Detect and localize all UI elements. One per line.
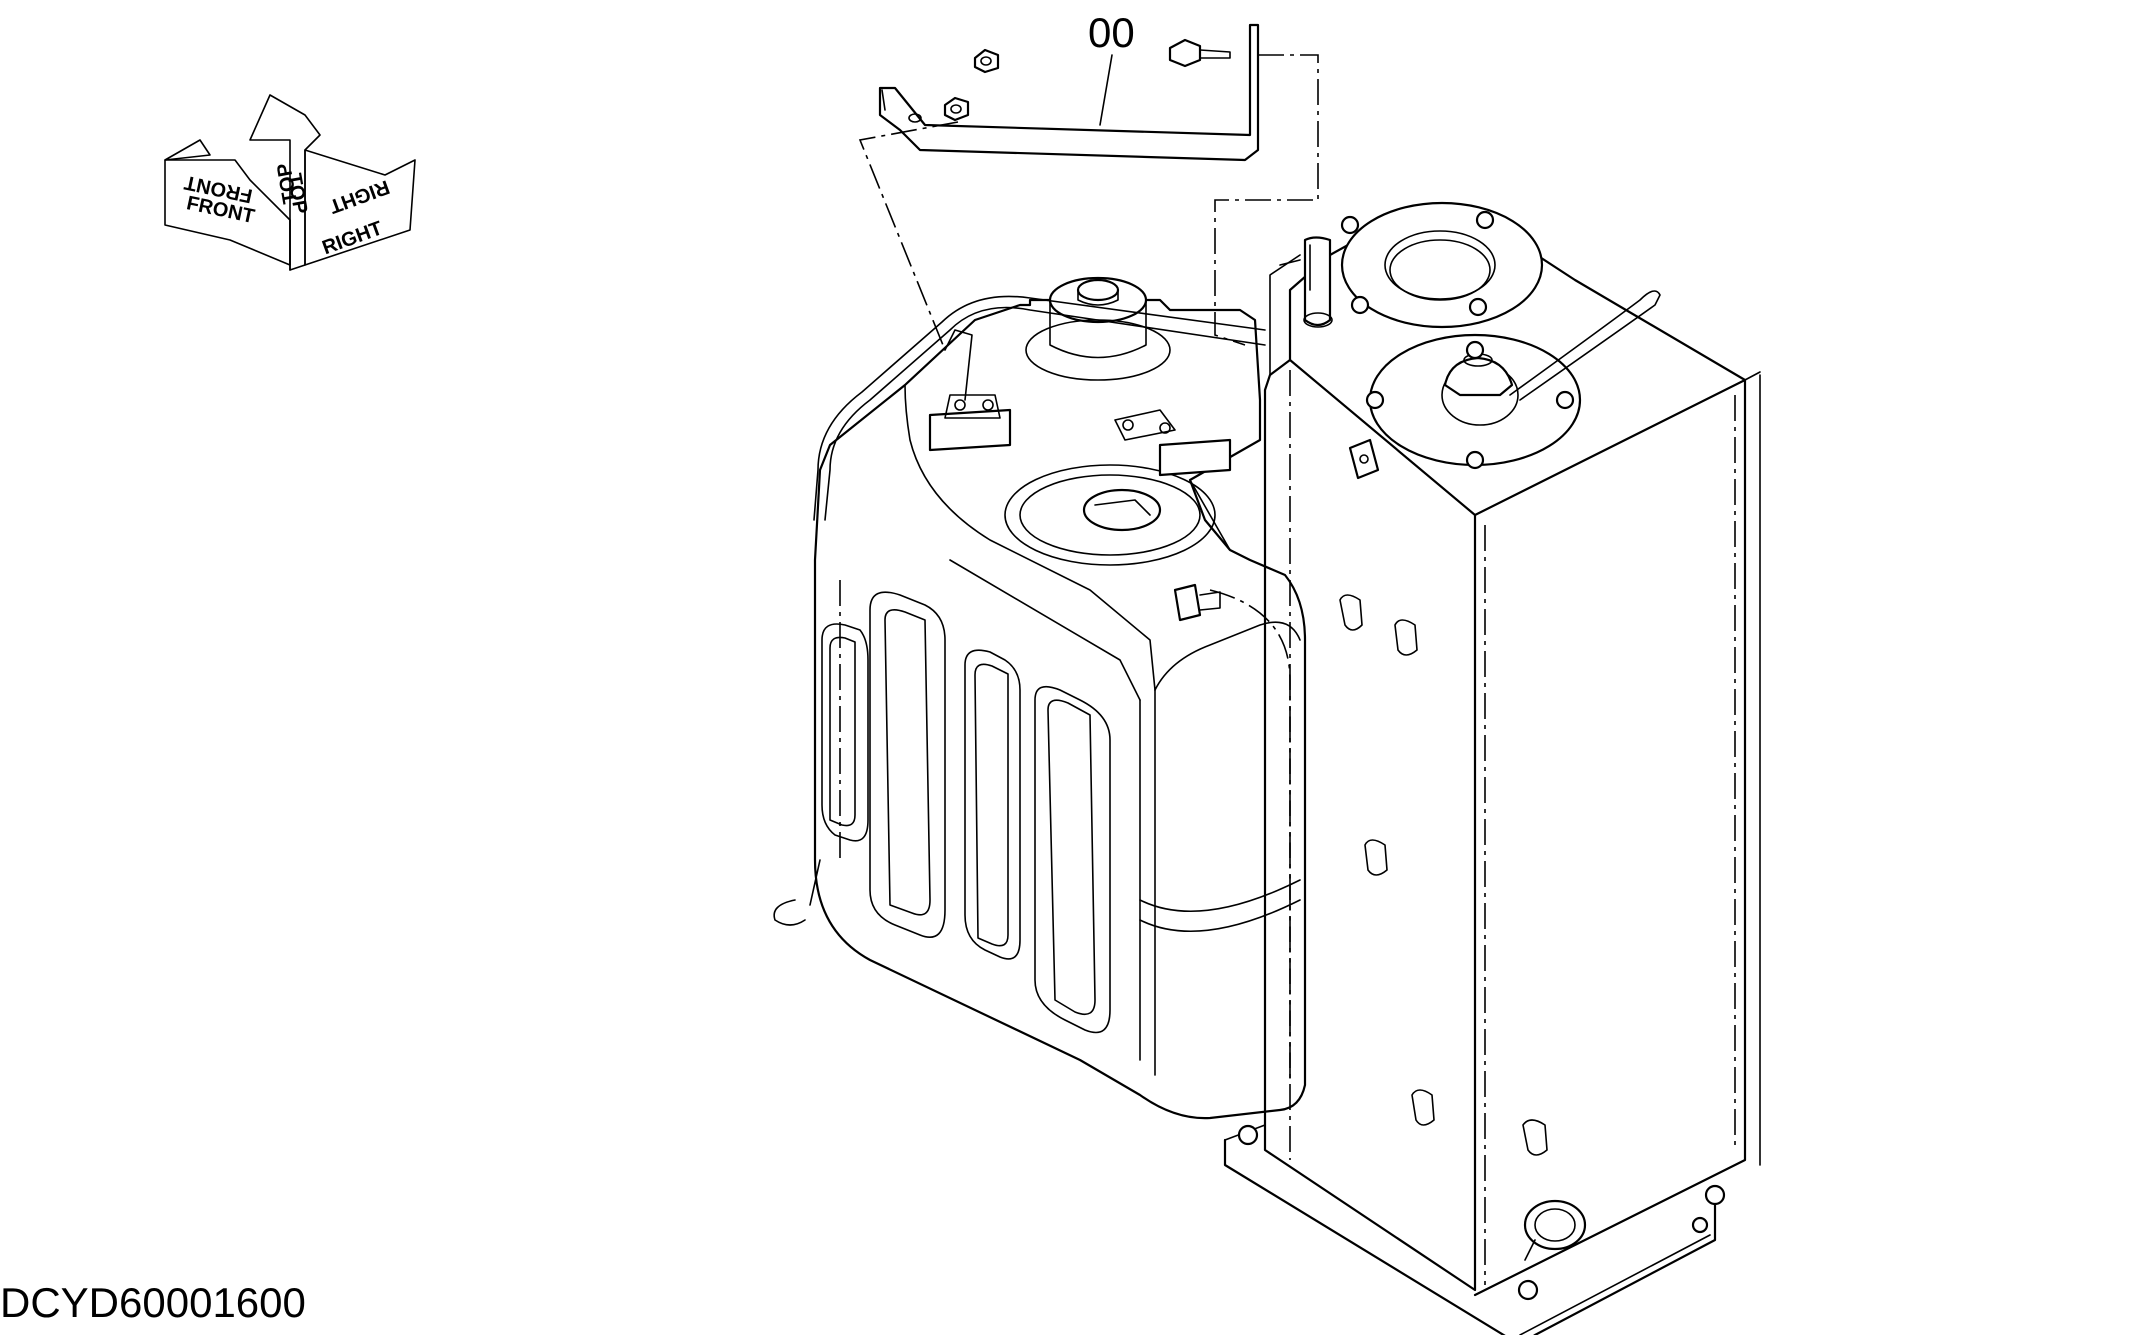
- part-callout: 00: [1088, 9, 1135, 126]
- plastic-tank: [773, 276, 1307, 1120]
- part-number-label: 00: [1088, 9, 1135, 56]
- drawing-code: DCYD60001600: [0, 1279, 306, 1326]
- leader-lines: [858, 54, 1319, 351]
- label-top-mirror: TOP: [273, 161, 302, 205]
- label-right: RIGHT: [319, 217, 385, 259]
- plate-bolts: [1340, 210, 1575, 470]
- bolt: [1168, 38, 1231, 68]
- hydraulic-tank: [1223, 201, 1761, 1335]
- bracket: [878, 23, 1260, 162]
- orientation-indicator: FRONT FRONT TOP TOP RIGHT RIGHT: [164, 94, 416, 271]
- label-right-mirror: RIGHT: [326, 175, 392, 217]
- nuts: [943, 48, 1000, 122]
